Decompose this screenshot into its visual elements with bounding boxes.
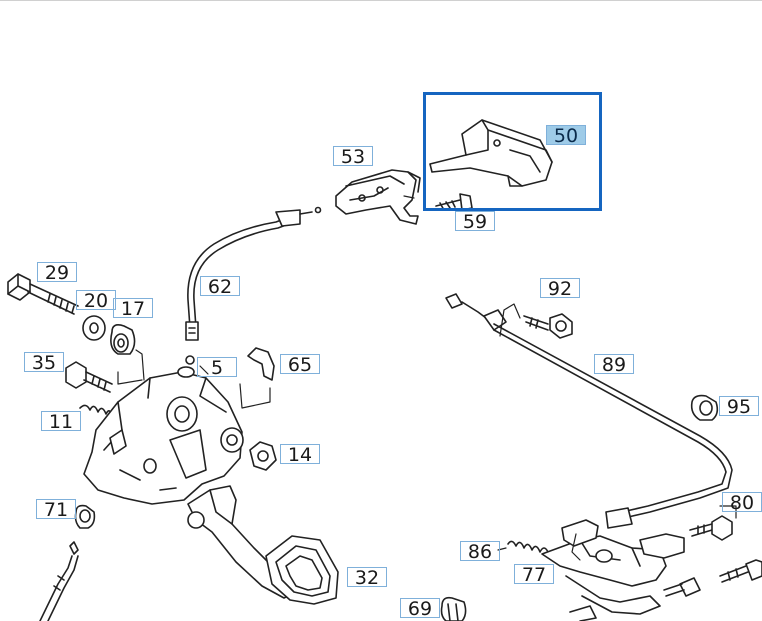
callout-80[interactable]: 80 [722,492,762,513]
part-77-lever[interactable] [541,519,701,621]
callout-53[interactable]: 53 [333,146,373,167]
part-80-bolts[interactable] [689,515,762,583]
part-53-bracket[interactable] [335,169,421,225]
part-86-spring[interactable] [507,540,549,553]
part-92-bolt[interactable] [523,313,573,339]
part-50-handle[interactable] [429,119,553,187]
callout-59[interactable]: 59 [455,211,495,232]
part-95-bushing[interactable] [690,394,719,421]
callout-11[interactable]: 11 [41,411,81,432]
part-lower-cable [39,541,79,621]
callout-5[interactable]: 5 [197,357,237,378]
callout-71[interactable]: 71 [36,499,76,520]
part-35-bolt[interactable] [65,361,113,393]
callout-77[interactable]: 77 [514,564,554,585]
callout-62[interactable]: 62 [200,276,240,297]
part-89-rod[interactable] [445,293,733,529]
part-20-washer[interactable] [82,315,106,341]
callout-20[interactable]: 20 [76,290,116,311]
selection-box [423,92,602,211]
leader-lines [117,195,737,561]
callout-17[interactable]: 17 [113,298,153,319]
callout-65[interactable]: 65 [280,354,320,375]
part-pedal-bracket[interactable] [83,366,244,505]
part-32-pedal[interactable] [187,485,339,605]
part-5-clip[interactable] [185,355,195,365]
callout-14[interactable]: 14 [280,444,320,465]
part-65-clip[interactable] [247,347,275,381]
callout-86[interactable]: 86 [460,541,500,562]
callout-89[interactable]: 89 [594,354,634,375]
callout-32[interactable]: 32 [347,567,387,588]
part-14-nut[interactable] [249,441,277,471]
top-divider [0,0,762,1]
callout-95[interactable]: 95 [719,396,759,417]
callout-69[interactable]: 69 [400,598,440,619]
part-71-cap[interactable] [74,504,96,529]
part-69-bumper[interactable] [440,596,467,621]
part-62-cable[interactable] [185,206,322,341]
callout-50[interactable]: 50 [546,125,586,146]
callout-92[interactable]: 92 [540,278,580,299]
part-11-spring[interactable] [79,404,113,419]
part-17-bushing[interactable] [110,324,136,355]
callout-35[interactable]: 35 [24,352,64,373]
part-29-bolt[interactable] [7,273,79,315]
callout-29[interactable]: 29 [37,262,77,283]
